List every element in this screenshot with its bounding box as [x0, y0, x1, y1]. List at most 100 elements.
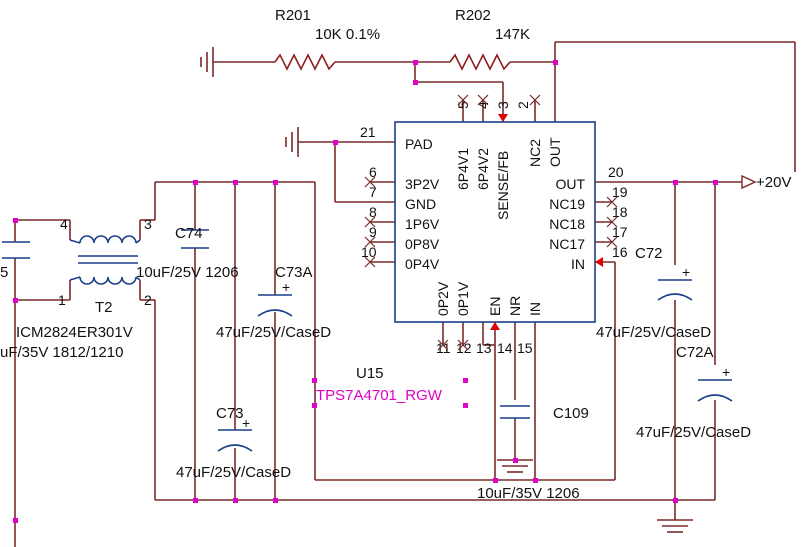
r202-value: 147K: [495, 26, 530, 43]
pin-number-9: 9: [369, 224, 377, 240]
pin-name-nc18: NC18: [549, 216, 585, 232]
t2-pin-3: 3: [144, 216, 152, 232]
c73a-ref: C73A: [275, 264, 313, 281]
selection-handle[interactable]: [463, 403, 468, 408]
c72a-ref: C72A: [676, 344, 714, 361]
c73-value: 47uF/25V/CaseD: [176, 464, 291, 481]
capacitor-left-partial[interactable]: 5 uF/35V 1812/1210: [0, 241, 123, 361]
c72a-value: 47uF/25V/CaseD: [636, 424, 751, 441]
c73a-value: 47uF/25V/CaseD: [216, 324, 331, 341]
c72-polarity-plus: +: [682, 264, 690, 280]
pin-name-6p4v1: 6P4V1: [455, 148, 471, 190]
output-net-label: +20V: [756, 174, 791, 191]
pin-name-out-right: OUT: [555, 176, 585, 192]
resistor-r202[interactable]: R202 147K: [449, 7, 530, 71]
ic-body: [394, 121, 596, 323]
pin-name-out-top: OUT: [547, 137, 563, 167]
capacitor-c73[interactable]: + C73 47uF/25V/CaseD: [176, 405, 291, 481]
pin-number-16: 16: [612, 244, 628, 260]
pin-name-1p6v: 1P6V: [405, 216, 440, 232]
pin-name-en: EN: [487, 297, 503, 316]
c74-ref: C74: [175, 225, 203, 242]
pin-number-5: 5: [455, 101, 471, 109]
t2-pin-1: 1: [58, 292, 66, 308]
transformer-t2[interactable]: 4 1 3 2 T2 ICM2824ER301V: [16, 216, 152, 341]
pin-number-13: 13: [476, 340, 492, 356]
ground-symbol-r201: [200, 47, 214, 77]
no-connect-markers: [364, 94, 618, 351]
pin-number-20: 20: [608, 164, 624, 180]
pin-number-15: 15: [517, 340, 533, 356]
capacitor-c74[interactable]: C74 10uF/25V 1206: [136, 225, 239, 281]
output-port-arrow-icon: [741, 174, 757, 190]
pin-name-nc2: NC2: [527, 139, 543, 167]
c74-value: 10uF/25V 1206: [136, 264, 239, 281]
selection-handle[interactable]: [312, 403, 317, 408]
pin-name-in-bottom: IN: [527, 302, 543, 316]
c72-ref: C72: [635, 245, 663, 262]
pin-number-8: 8: [369, 204, 377, 220]
pin-name-gnd: GND: [405, 196, 436, 212]
pin-number-21: 21: [360, 124, 376, 140]
r201-ref: R201: [275, 7, 311, 24]
t2-part-number: ICM2824ER301V: [16, 324, 133, 341]
pin-name-0p8v: 0P8V: [405, 236, 440, 252]
pin-number-7: 7: [369, 184, 377, 200]
en-input-arrow: [490, 322, 500, 330]
c73-ref: C73: [216, 405, 244, 422]
ic-part-number: TPS7A4701_RGW: [316, 387, 443, 404]
junction-dots: [13, 60, 718, 523]
pin-name-pad: PAD: [405, 136, 433, 152]
selection-handle[interactable]: [463, 378, 468, 383]
pin-name-0p4v: 0P4V: [405, 256, 440, 272]
pin-number-14: 14: [497, 340, 513, 356]
pin-name-0p2v: 0P2V: [435, 281, 451, 316]
pin-number-4: 4: [475, 101, 491, 109]
pin-name-0p1v: 0P1V: [455, 281, 471, 316]
resistor-r201[interactable]: R201 10K 0.1%: [274, 7, 380, 71]
pin-name-in-right: IN: [571, 256, 585, 272]
ground-symbol-pad: [285, 127, 299, 157]
capacitor-c72[interactable]: + C72 47uF/25V/CaseD: [596, 245, 711, 341]
r202-ref: R202: [455, 7, 491, 24]
pin-name-sense-fb: SENSE/FB: [495, 151, 511, 220]
pin-name-3p2v: 3P2V: [405, 176, 440, 192]
output-net-port[interactable]: +20V: [741, 174, 791, 191]
ground-symbol-bottom: [657, 519, 693, 533]
pin-number-10: 10: [361, 244, 377, 260]
ic-u15[interactable]: PAD 3P2V GND 1P6V 0P8V 0P4V OUT NC19 NC1…: [312, 101, 628, 408]
pin-name-nr: NR: [507, 296, 523, 316]
pin-number-6: 6: [369, 164, 377, 180]
left-cap-value-partial: uF/35V 1812/1210: [0, 344, 123, 361]
c72a-polarity-plus: +: [722, 364, 730, 380]
capacitor-c72a[interactable]: + C72A 47uF/25V/CaseD: [636, 344, 751, 441]
t2-ref: T2: [95, 299, 113, 316]
pin-name-6p4v2: 6P4V2: [475, 148, 491, 190]
selection-handle[interactable]: [312, 378, 317, 383]
pin-number-19: 19: [612, 184, 628, 200]
pin-number-18: 18: [612, 204, 628, 220]
capacitor-c109[interactable]: C109 10uF/35V 1206: [477, 405, 589, 502]
c73-polarity-plus: +: [242, 415, 250, 431]
t2-pin-4: 4: [60, 216, 68, 232]
pin-name-nc19: NC19: [549, 196, 585, 212]
sense-fb-input-arrow: [498, 114, 508, 122]
c109-value: 10uF/35V 1206: [477, 485, 580, 502]
pin-number-12: 12: [456, 340, 472, 356]
pin-number-2: 2: [515, 101, 531, 109]
ic-ref: U15: [356, 365, 384, 382]
pin-name-nc17: NC17: [549, 236, 585, 252]
c73a-polarity-plus: +: [282, 279, 290, 295]
capacitor-c73a[interactable]: + C73A 47uF/25V/CaseD: [216, 264, 331, 341]
pin-number-11: 11: [436, 340, 451, 356]
wires: [14, 41, 796, 547]
t2-pin-2: 2: [144, 292, 152, 308]
r201-value: 10K 0.1%: [315, 26, 380, 43]
c72-value: 47uF/25V/CaseD: [596, 324, 711, 341]
pin-number-3: 3: [495, 101, 511, 109]
pin-number-17: 17: [612, 224, 628, 240]
c109-ref: C109: [553, 405, 589, 422]
in-right-input-arrow: [595, 257, 603, 267]
left-cap-ref-partial: 5: [0, 264, 8, 281]
